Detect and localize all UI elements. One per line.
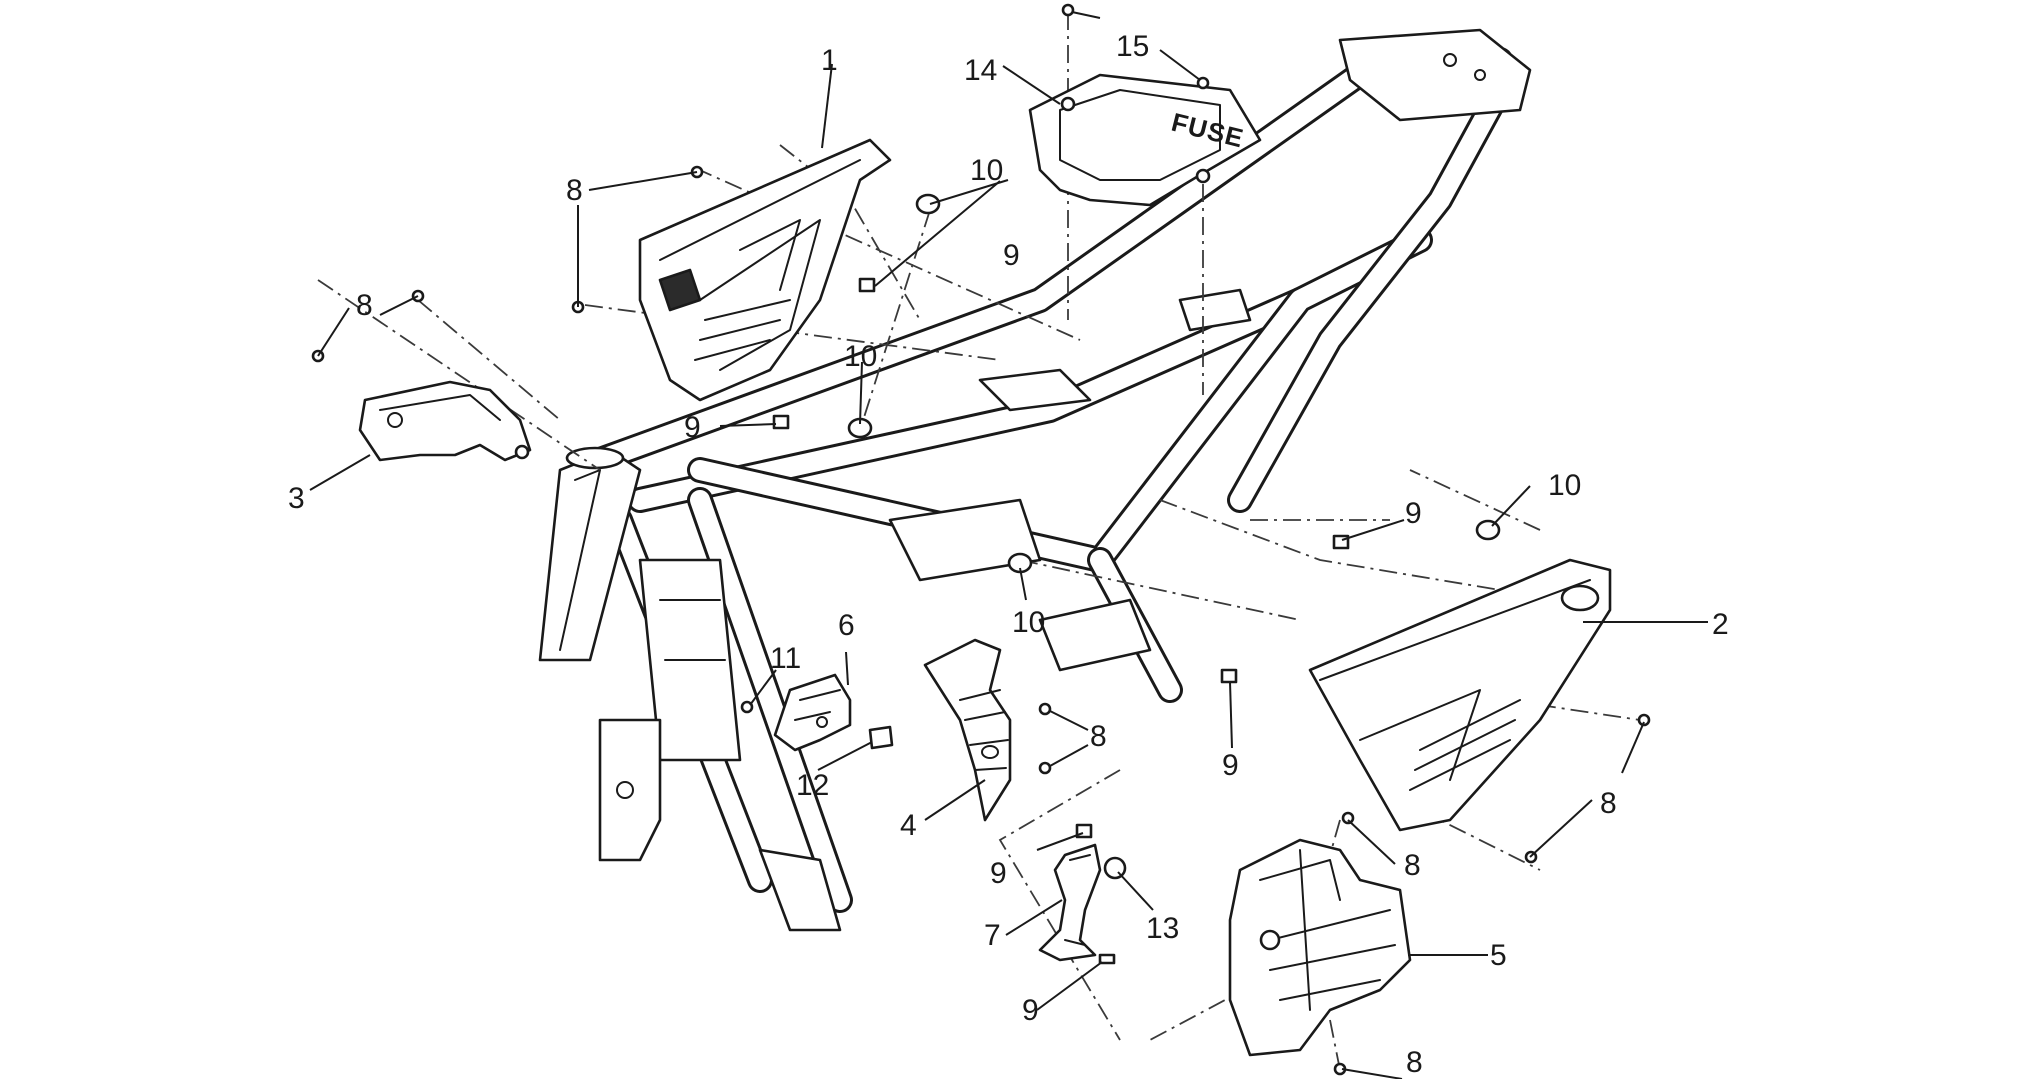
screw-8: [1637, 713, 1651, 727]
callout-11: 11: [770, 642, 801, 675]
engine-side-cover: [1228, 838, 1412, 1057]
small-bracket-cover: [773, 673, 852, 752]
clip-9: [858, 277, 876, 293]
mounting-bracket: [1038, 843, 1102, 962]
callout-8: 8: [356, 289, 373, 322]
callout-8: 8: [1404, 849, 1421, 882]
grommet-10: [915, 193, 941, 215]
callout-9: 9: [1222, 749, 1239, 782]
callout-10: 10: [844, 340, 877, 373]
callout-15: 15: [1116, 30, 1149, 63]
callout-1: 1: [821, 44, 838, 77]
frame-rear-loop: [1338, 28, 1532, 122]
callout-13: 13: [1146, 912, 1179, 945]
callout-8: 8: [1406, 1046, 1423, 1079]
frame-lower-brackets: [598, 718, 842, 932]
callout-2: 2: [1712, 608, 1729, 641]
callout-6: 6: [838, 609, 855, 642]
grommet-10: [1475, 519, 1501, 541]
callout-9: 9: [684, 411, 701, 444]
fuse-box-cover: FUSE: [1028, 73, 1262, 207]
callout-10: 10: [1548, 469, 1581, 502]
screw-15: [1196, 76, 1210, 90]
callout-9: 9: [1022, 994, 1039, 1027]
callout-9: 9: [1003, 239, 1020, 272]
screw-8: [1038, 761, 1052, 775]
callout-3: 3: [288, 482, 305, 515]
callout-9: 9: [1405, 497, 1422, 530]
clip-9: [1220, 668, 1238, 684]
frame-gusset-plates: [638, 288, 1252, 762]
motorcycle-frame: [538, 28, 1532, 932]
screw-15: [1061, 3, 1075, 17]
callout-14: 14: [964, 54, 997, 87]
square-pad: [868, 725, 894, 750]
clip-9: [772, 414, 790, 430]
callout-10: 10: [1012, 606, 1045, 639]
callout-9: 9: [990, 857, 1007, 890]
left-side-cover: [638, 138, 892, 402]
callout-12: 12: [796, 769, 829, 802]
callout-5: 5: [1490, 939, 1507, 972]
callout-8: 8: [1600, 787, 1617, 820]
front-cowl-cover: [358, 380, 532, 462]
callout-8: 8: [566, 174, 583, 207]
screw-8: [1038, 702, 1052, 716]
callout-numbers: 1 2 3 4 5 6 7 8 8 8 8 8 8 9 9 9 9 9 9 10…: [288, 30, 1729, 1079]
clip-9: [1098, 953, 1116, 965]
curved-guard: [923, 638, 1012, 822]
right-side-cover: [1308, 558, 1612, 832]
callout-10: 10: [970, 154, 1003, 187]
steering-head: [538, 446, 642, 662]
leader-lines: [309, 11, 1708, 1079]
callout-8: 8: [1090, 720, 1107, 753]
callout-7: 7: [984, 919, 1001, 952]
screw-8: [1341, 811, 1355, 825]
callout-4: 4: [900, 809, 917, 842]
